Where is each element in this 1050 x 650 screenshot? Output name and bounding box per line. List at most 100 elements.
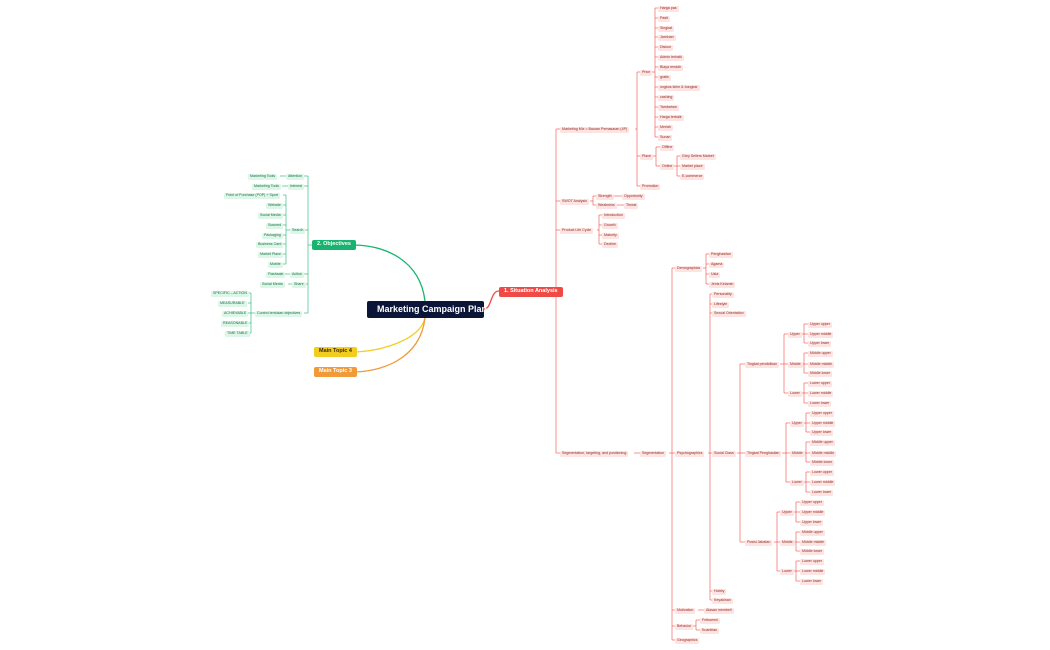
node-demographics[interactable]: Demographics <box>675 266 703 272</box>
online-item[interactable]: E-commerce <box>680 174 705 180</box>
search-item[interactable]: Business Card <box>256 242 284 248</box>
plc-item[interactable]: Decline <box>602 242 618 248</box>
class-posisi-jabatan[interactable]: Posisi Jabatan <box>745 540 773 546</box>
search-item[interactable]: Packaging <box>262 233 283 239</box>
sub-level[interactable]: Upper lower <box>808 341 832 347</box>
sub-level[interactable]: Middle lower <box>810 460 835 466</box>
sub-level[interactable]: Lower middle <box>810 480 836 486</box>
node-strength[interactable]: Strength <box>596 194 614 200</box>
level-upper[interactable]: Upper <box>780 510 794 516</box>
plc-item[interactable]: Introduction <box>602 213 625 219</box>
price-item[interactable]: Pasti <box>658 16 670 22</box>
node-stp[interactable]: Segmentation, targeting, and positioning <box>560 451 629 457</box>
level-lower[interactable]: Lower <box>788 391 802 397</box>
main-topic-situation-analysis[interactable]: 1. Situation Analysis <box>499 287 563 297</box>
main-topic-4[interactable]: Main Topic 4 <box>314 347 357 357</box>
sub-level[interactable]: Lower lower <box>800 579 824 585</box>
node-share[interactable]: Share <box>292 282 306 288</box>
node-interest[interactable]: Interest <box>288 184 304 190</box>
sub-level[interactable]: Upper upper <box>808 322 832 328</box>
demographics-item[interactable]: Agama <box>709 262 725 268</box>
demographics-item[interactable]: Jenis Kelamin <box>709 282 736 288</box>
smart-item[interactable]: REASONABLE <box>221 321 250 327</box>
sub-level[interactable]: Lower middle <box>808 391 834 397</box>
price-item[interactable]: Harga pas <box>658 6 679 12</box>
demographics-item[interactable]: Usia <box>709 272 721 278</box>
psychographics-keyakinan[interactable]: Keyakinan <box>712 598 733 604</box>
plc-item[interactable]: Growth <box>602 223 618 229</box>
price-item[interactable]: Jaminan <box>658 35 676 41</box>
class-tingkat-penghasilan[interactable]: Tingkat Penghasilan <box>745 451 782 457</box>
node-psychographics[interactable]: Psychographics <box>675 451 705 457</box>
behavior-item[interactable]: Frekuensi <box>700 618 720 624</box>
motivation-item[interactable]: Alasan membeli <box>704 608 734 614</box>
demographics-item[interactable]: Penghasilan <box>709 252 733 258</box>
node-offline[interactable]: Offline <box>660 145 675 151</box>
sub-level[interactable]: Middle upper <box>800 530 825 536</box>
search-item[interactable]: Website <box>266 203 283 209</box>
node-geographics[interactable]: Geographics <box>675 638 700 644</box>
online-item[interactable]: Market place <box>680 164 705 170</box>
sub-level[interactable]: Upper middle <box>808 332 834 338</box>
price-item[interactable]: Meriah <box>658 125 673 131</box>
sub-level[interactable]: Middle lower <box>808 371 833 377</box>
sub-level[interactable]: Upper middle <box>810 421 836 427</box>
node-attention[interactable]: Attention <box>286 174 305 180</box>
price-item[interactable]: Harga terbaik <box>658 115 684 121</box>
search-item[interactable]: Point of Purchase (POP) + Sport <box>224 193 281 199</box>
node-online[interactable]: Online <box>660 164 675 170</box>
main-topic-objectives[interactable]: 2. Objectives <box>312 240 356 250</box>
sub-level[interactable]: Lower middle <box>800 569 826 575</box>
sub-level[interactable]: Middle upper <box>808 351 833 357</box>
level-upper[interactable]: Upper <box>788 332 802 338</box>
class-tingkat-pendidikan[interactable]: Tingkat pendidikan <box>745 362 780 368</box>
search-item[interactable]: Sosmed <box>266 223 284 229</box>
sub-level[interactable]: Lower lower <box>808 401 832 407</box>
central-topic[interactable]: Marketing Campaign Plan <box>367 301 487 318</box>
sub-level[interactable]: Upper upper <box>810 411 834 417</box>
node-product-life-cycle[interactable]: Product Life Cycle <box>560 228 594 234</box>
sub-level[interactable]: Lower upper <box>800 559 824 565</box>
node-search[interactable]: Search <box>290 228 306 234</box>
sub-level[interactable]: Upper middle <box>800 510 826 516</box>
node-promotion[interactable]: Promotion <box>640 184 661 190</box>
behavior-item[interactable]: Kuantitas <box>700 628 719 634</box>
node-smart-objectives[interactable]: Control tentukan objectives <box>255 311 303 317</box>
node-price[interactable]: Price <box>640 70 653 76</box>
node-place[interactable]: Place <box>640 154 653 160</box>
price-item[interactable]: ongkos kirim & bongkar <box>658 85 700 91</box>
sub-level[interactable]: Upper upper <box>800 500 824 506</box>
level-middle[interactable]: Middle <box>790 451 805 457</box>
sub-level[interactable]: Middle middle <box>800 540 827 546</box>
sub-level[interactable]: Middle upper <box>810 440 835 446</box>
sub-level[interactable]: Middle lower <box>800 549 825 555</box>
psychographics-item[interactable]: Lifestyle <box>712 302 730 308</box>
online-item[interactable]: Grey Sellers Market <box>680 154 716 160</box>
node-motivation[interactable]: Motivation <box>675 608 696 614</box>
node-action[interactable]: Action <box>290 272 304 278</box>
node-threat[interactable]: Threat <box>624 203 639 209</box>
price-item[interactable]: Diskon <box>658 45 673 51</box>
sub-level[interactable]: Upper lower <box>810 430 834 436</box>
smart-item[interactable]: TIME TABLE <box>225 331 250 337</box>
sub-level[interactable]: Lower lower <box>810 490 834 496</box>
psychographics-item[interactable]: Sexual Orientation <box>712 311 746 317</box>
smart-item[interactable]: SPECIFIC – ACTION <box>211 291 249 297</box>
node-social-class[interactable]: Social Class <box>712 451 736 457</box>
price-item[interactable]: gratis <box>658 75 671 81</box>
sub-level[interactable]: Middle middle <box>808 362 835 368</box>
search-item[interactable]: Market Place <box>258 252 283 258</box>
search-item[interactable]: Social Media <box>258 213 283 219</box>
smart-item[interactable]: ACHIEVABLE <box>222 311 249 317</box>
share-item[interactable]: Social Media <box>260 282 285 288</box>
node-marketing-mix[interactable]: Marketing Mix = Bauran Pemasaran (4P) <box>560 127 630 133</box>
sub-level[interactable]: Lower upper <box>810 470 834 476</box>
sub-level[interactable]: Lower upper <box>808 381 832 387</box>
action-item[interactable]: Flashsale <box>266 272 286 278</box>
price-item[interactable]: Singkat <box>658 26 674 32</box>
psychographics-hobby[interactable]: Hobby <box>712 589 727 595</box>
price-item[interactable]: Sunan <box>658 135 673 141</box>
interest-item[interactable]: Marketing Tools <box>252 184 282 190</box>
node-opportunity[interactable]: Opportunity <box>622 194 645 200</box>
price-item[interactable]: Biaya rendah <box>658 65 684 71</box>
